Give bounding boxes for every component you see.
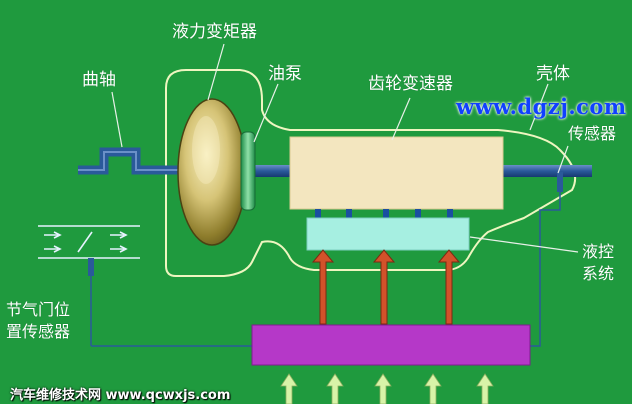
input-arrows (280, 373, 494, 404)
housing-outline (165, 69, 576, 277)
sensor-wire (530, 192, 561, 347)
electronic-control-unit (251, 324, 531, 366)
output-speed-sensor (557, 172, 563, 192)
throttle-sensor (88, 258, 94, 276)
watermark-bottom: 汽车维修技术网 www.qcwxjs.com (10, 388, 231, 403)
label-oil-pump: 油泵 (268, 64, 302, 84)
label-gearbox: 齿轮变速器 (368, 74, 453, 94)
label-output-sensor: 传感器 (568, 124, 617, 143)
label-hydraulic-1: 液控 (582, 242, 615, 261)
label-torque-converter: 液力变矩器 (172, 22, 257, 42)
control-arrow-2 (372, 249, 396, 325)
label-throttle-2: 置传感器 (6, 322, 71, 341)
hydraulic-control-unit (306, 217, 470, 251)
label-throttle-1: 节气门位 (6, 300, 71, 319)
control-arrow-1 (311, 249, 335, 325)
gearbox-hydraulic-links (315, 209, 453, 219)
crankshaft (78, 147, 188, 175)
leader-lines (111, 43, 579, 253)
control-signal-arrows (311, 249, 461, 325)
gearbox (289, 136, 504, 210)
label-hydraulic-2: 系统 (582, 264, 615, 283)
watermark-top: www.dgzj.com (456, 94, 627, 119)
label-housing: 壳体 (536, 64, 570, 84)
label-crankshaft: 曲轴 (82, 70, 116, 90)
throttle-body (38, 225, 140, 259)
oil-pump (240, 131, 256, 211)
control-arrow-3 (437, 249, 461, 325)
